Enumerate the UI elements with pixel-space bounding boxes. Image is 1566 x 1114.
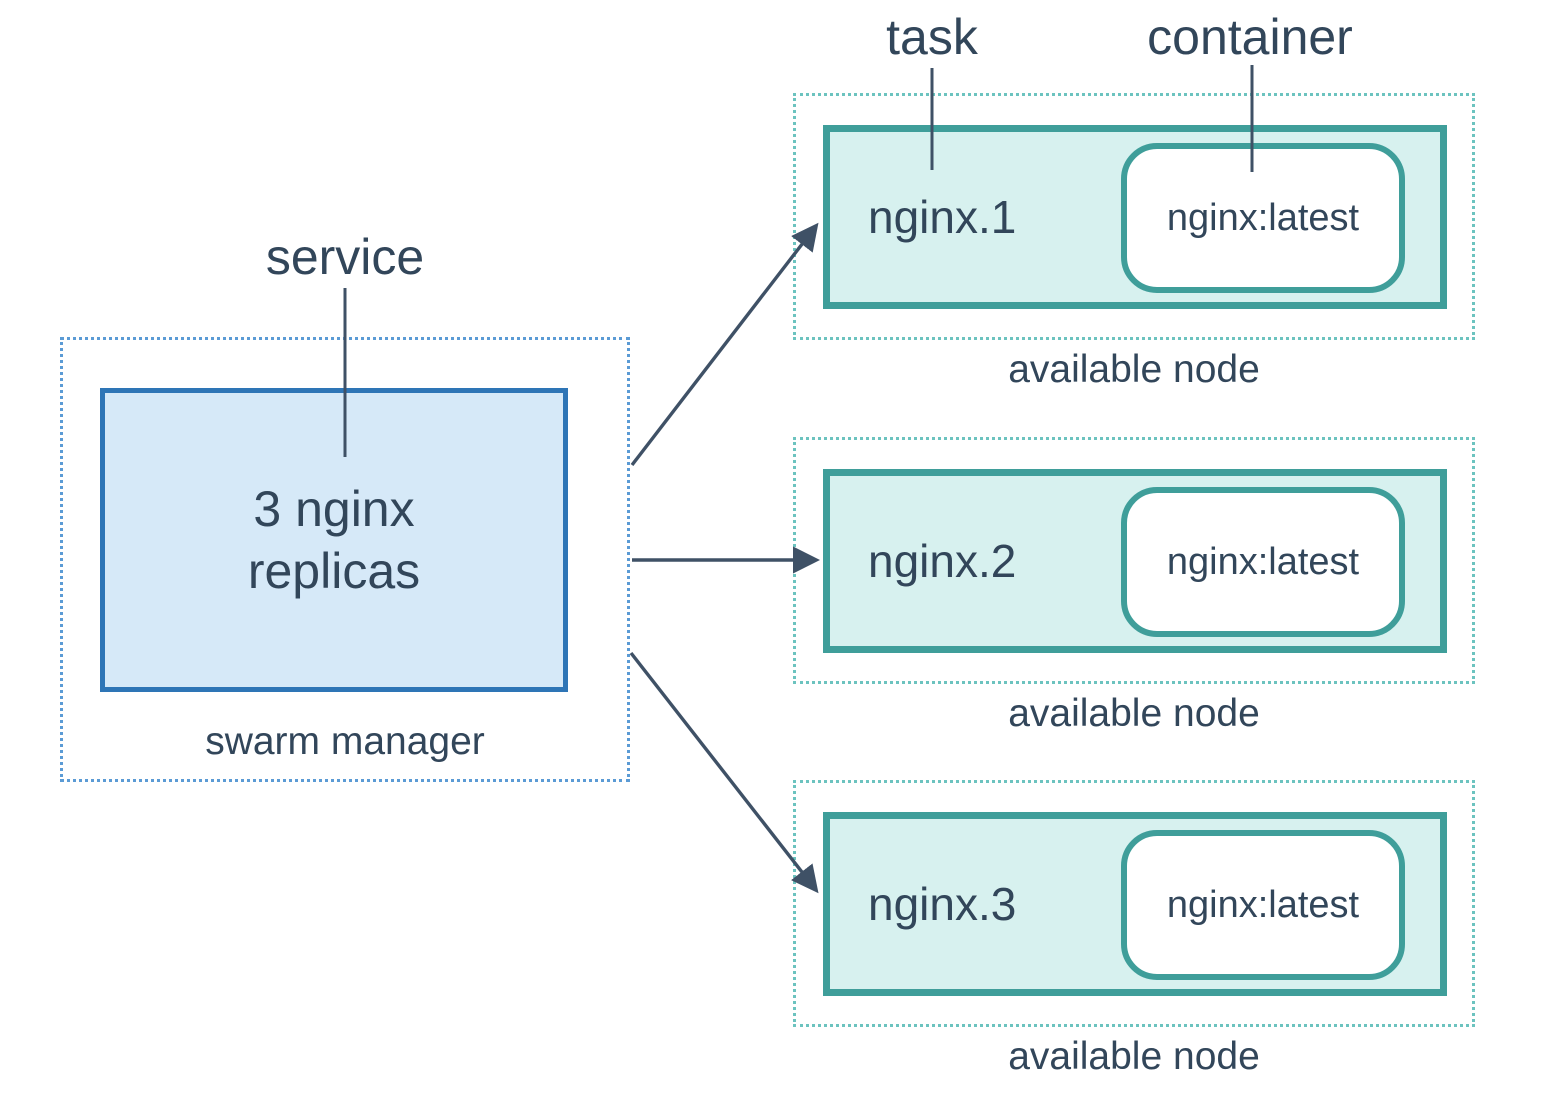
task-box-1: nginx.1 nginx:latest [823,125,1447,309]
container-box-3: nginx:latest [1121,830,1405,980]
container-box-1: nginx:latest [1121,143,1405,293]
available-node-2: nginx.2 nginx:latest [793,437,1475,684]
container-image-2: nginx:latest [1166,540,1360,583]
service-box-label-line2: replicas [247,543,421,599]
node-caption-2: available node [1008,692,1260,735]
task-name-1: nginx.1 [868,191,1017,243]
service-box-label-line1: 3 nginx [253,481,415,537]
node-caption-1: available node [1008,348,1260,391]
service-box: 3 nginx replicas [100,388,568,692]
container-image-3: nginx:latest [1166,883,1360,926]
task-box-2: nginx.2 nginx:latest [823,469,1447,653]
container-callout-label: container [1147,9,1353,65]
node-caption-3: available node [1008,1035,1260,1078]
arrow-to-node-3 [629,651,819,894]
task-box-3: nginx.3 nginx:latest [823,812,1447,996]
task-name-2: nginx.2 [868,535,1017,587]
container-box-2: nginx:latest [1121,487,1405,637]
container-image-1: nginx:latest [1166,196,1360,239]
swarm-manager-group: 3 nginx replicas swarm manager [60,337,630,782]
swarm-manager-caption: swarm manager [205,720,485,763]
available-node-3: nginx.3 nginx:latest [793,780,1475,1027]
task-callout-label: task [886,9,978,65]
task-name-3: nginx.3 [868,878,1017,930]
service-callout-label: service [265,229,425,285]
arrow-to-node-1 [630,222,819,467]
available-node-1: nginx.1 nginx:latest [793,93,1475,340]
